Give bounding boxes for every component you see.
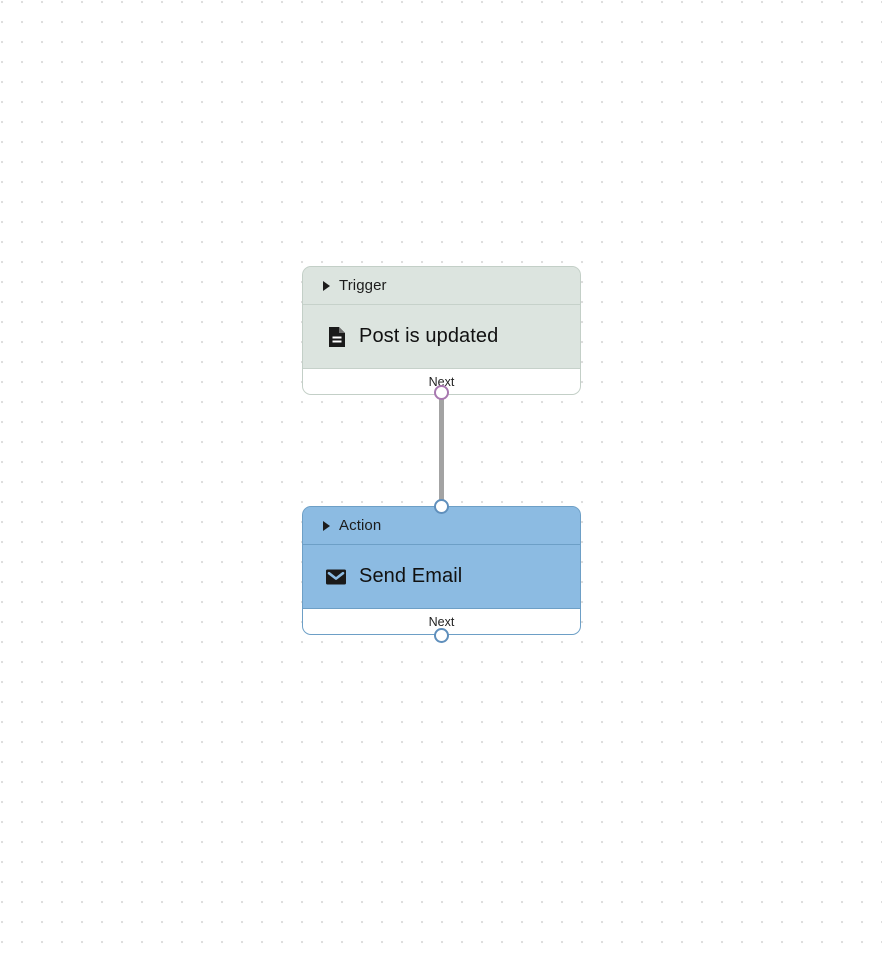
node-trigger[interactable]: Trigger Post is updated Next xyxy=(302,266,581,400)
caret-right-icon[interactable] xyxy=(323,280,330,291)
node-action-body[interactable]: Send Email xyxy=(303,545,580,608)
node-action-footer-label: Next xyxy=(428,614,455,629)
node-action-body-label: Send Email xyxy=(359,565,463,587)
node-action-output-port[interactable] xyxy=(434,628,449,643)
node-action-header-label: Action xyxy=(339,517,382,534)
edge-trigger-to-action[interactable] xyxy=(439,396,444,508)
node-trigger-header-label: Trigger xyxy=(339,277,387,294)
node-trigger-footer-label: Next xyxy=(428,374,455,389)
node-action[interactable]: Action Send Email Next xyxy=(302,499,581,643)
node-trigger-shell: Trigger Post is updated Next xyxy=(302,266,581,395)
node-action-shell: Action Send Email Next xyxy=(302,506,581,635)
node-trigger-body-label: Post is updated xyxy=(359,325,499,347)
node-trigger-header[interactable]: Trigger xyxy=(303,267,580,305)
node-trigger-output-port[interactable] xyxy=(434,385,449,400)
node-trigger-body[interactable]: Post is updated xyxy=(303,305,580,368)
node-action-input-port[interactable] xyxy=(434,499,449,514)
envelope-icon xyxy=(323,564,349,590)
document-icon xyxy=(323,324,349,350)
caret-right-icon[interactable] xyxy=(323,520,330,531)
